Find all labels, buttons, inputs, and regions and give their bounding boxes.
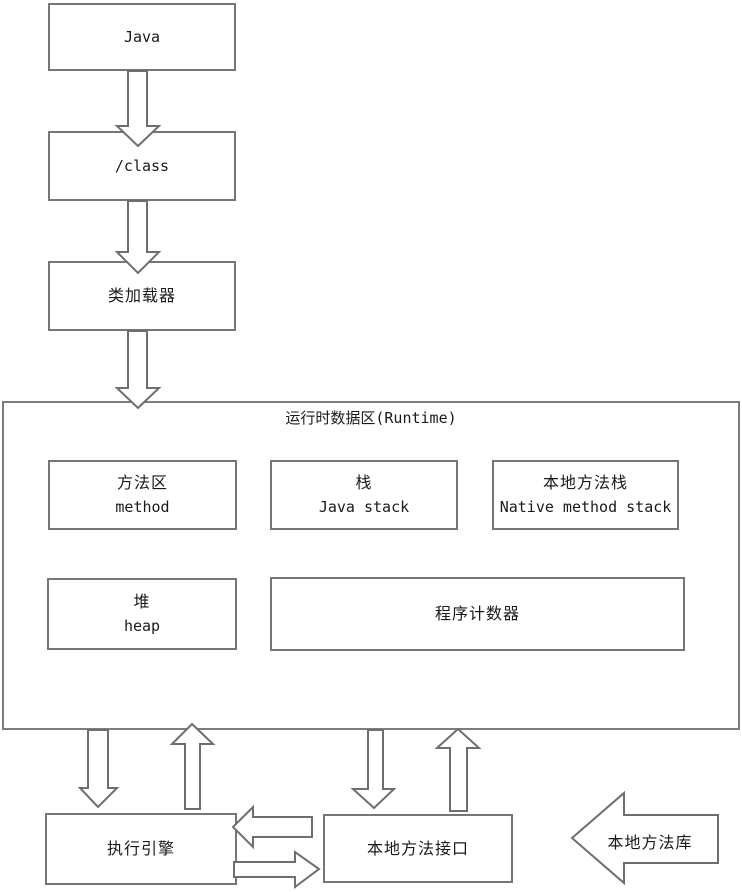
java-source-label: Java	[123, 28, 161, 46]
method-area-label-en: method	[115, 498, 170, 516]
native-method-stack-box: 本地方法栈 Native method stack	[492, 460, 679, 530]
java-stack-label-en: Java stack	[318, 498, 410, 516]
left-block-arrow-native-library	[570, 790, 719, 886]
down-arrow-java-to-class	[114, 70, 162, 148]
down-arrow-class-to-loader	[114, 200, 162, 275]
down-arrow-runtime-to-engine	[77, 729, 120, 809]
down-arrow-runtime-to-interface	[350, 729, 397, 810]
native-method-interface-box: 本地方法接口	[323, 814, 513, 883]
class-loader-box: 类加载器	[48, 261, 236, 331]
heap-box: 堆 heap	[47, 578, 237, 650]
runtime-data-area-title: 运行时数据区(Runtime)	[285, 409, 457, 427]
java-stack-box: 栈 Java stack	[270, 460, 458, 530]
java-stack-label-cn: 栈	[355, 473, 373, 492]
heap-label-cn: 堆	[133, 592, 151, 611]
pc-register-box: 程序计数器	[270, 577, 685, 651]
class-file-label: /class	[114, 157, 170, 175]
method-area-box: 方法区 method	[48, 460, 237, 530]
method-area-label-cn: 方法区	[116, 473, 168, 492]
up-arrow-engine-to-runtime	[169, 722, 216, 810]
execution-engine-label: 执行引擎	[106, 839, 175, 858]
pc-register-label: 程序计数器	[434, 604, 520, 623]
java-source-box: Java	[48, 3, 236, 71]
native-method-stack-label-cn: 本地方法栈	[542, 473, 628, 492]
right-arrow-engine-to-interface	[233, 850, 321, 889]
native-method-stack-label-en: Native method stack	[499, 498, 672, 516]
native-method-interface-label: 本地方法接口	[366, 838, 469, 858]
native-method-library-label: 本地方法库	[607, 833, 693, 852]
class-loader-label: 类加载器	[107, 286, 176, 305]
left-arrow-interface-to-engine	[231, 804, 313, 850]
heap-label-en: heap	[123, 617, 161, 635]
down-arrow-loader-to-runtime	[114, 330, 162, 410]
execution-engine-box: 执行引擎	[45, 813, 237, 885]
up-arrow-interface-to-runtime	[434, 727, 482, 812]
